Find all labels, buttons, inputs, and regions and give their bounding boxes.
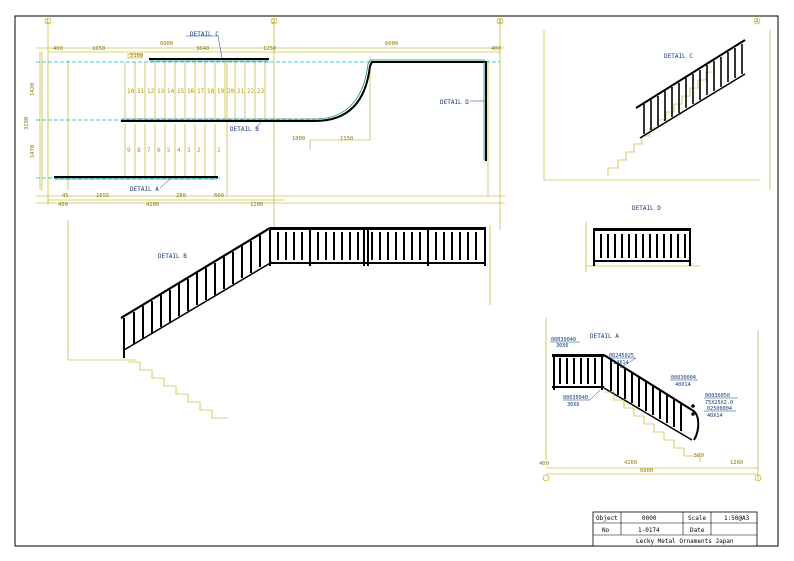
- part-code-4: 00030040: [563, 395, 588, 401]
- dim-top-3640: 3640: [196, 46, 209, 52]
- upper-step-21: 21: [237, 88, 245, 95]
- dim-top-6000-right: 6000: [385, 41, 398, 47]
- plan-label-detail-c: DETAIL C: [190, 31, 219, 38]
- lower-step-9: 9: [127, 147, 131, 154]
- tb-company: Lecky Metal Ornaments Japan: [636, 538, 734, 545]
- upper-step-19: 19: [217, 88, 225, 95]
- upper-step-16: 16: [187, 88, 195, 95]
- tb-no-label: No: [602, 527, 610, 534]
- upper-step-17: 17: [197, 88, 205, 95]
- detail-b-title: DETAIL B: [158, 253, 187, 260]
- upper-step-15: 15: [177, 88, 185, 95]
- detail-a-dim-500: 500: [694, 453, 704, 459]
- detail-c-title: DETAIL C: [664, 53, 693, 60]
- detail-d-title: DETAIL D: [632, 205, 661, 212]
- dim-bottom-1655: 1655: [96, 193, 109, 199]
- tb-scale-value: 1:50@A3: [724, 515, 750, 522]
- axis-mark-3: 3: [498, 19, 501, 25]
- dim-bottom-4280: 4280: [146, 202, 159, 208]
- upper-step-11: 11: [137, 88, 145, 95]
- tb-object-value: 0000: [642, 515, 657, 522]
- axis-mark-2: 2: [272, 19, 275, 25]
- sheet-border: [14, 15, 779, 547]
- dim-top-400-right: 400: [491, 46, 501, 52]
- part-code-1: 00030040: [551, 337, 576, 343]
- part-size-5: 75X25X2.0: [705, 400, 733, 406]
- upper-step-22: 22: [247, 88, 255, 95]
- dim-top-6000: 6000: [160, 41, 173, 47]
- detail-a-dim-6000: 6000: [640, 468, 653, 474]
- dim-1150: 1150: [340, 136, 353, 142]
- tb-scale-label: Scale: [688, 515, 706, 522]
- axis-mark-4: 4: [755, 19, 759, 25]
- lower-step-6: 6: [157, 147, 161, 154]
- plan-view: 1 2 3 4 400 1650 6000 3640 1250 6000 400…: [24, 17, 761, 230]
- upper-step-13: 13: [157, 88, 165, 95]
- tb-no-value: 1-0174: [638, 527, 660, 534]
- detail-a-dim-1260: 1260: [730, 460, 743, 466]
- plan-label-detail-d: DETAIL D: [440, 99, 469, 106]
- upper-step-14: 14: [167, 88, 175, 95]
- part-size-4: 30X6: [567, 402, 580, 408]
- lower-step-7: 7: [147, 147, 151, 154]
- upper-step-20: 20: [227, 88, 235, 95]
- upper-step-18: 18: [207, 88, 215, 95]
- detail-c-view: DETAIL C: [543, 30, 771, 190]
- part-code-3: 00030004: [671, 375, 696, 381]
- dim-top-400-left: 400: [53, 46, 63, 52]
- upper-step-10: 10: [127, 88, 135, 95]
- axis-mark-1: 1: [46, 19, 49, 25]
- dim-bottom-600: 600: [214, 193, 224, 199]
- part-code-6: 02500004: [707, 406, 732, 412]
- dim-5180: 5180: [130, 53, 143, 59]
- dim-top-1650: 1650: [92, 46, 105, 52]
- part-size-6: 40X14: [707, 413, 723, 419]
- detail-a-dim-4260: 4260: [624, 460, 637, 466]
- part-code-2: 00245025: [609, 353, 634, 359]
- lower-step-1: 1: [217, 147, 221, 154]
- detail-a-view: DETAIL A: [539, 318, 762, 482]
- detail-a-title: DETAIL A: [590, 333, 619, 340]
- detail-b-view: DETAIL B: [67, 220, 491, 419]
- upper-step-12: 12: [147, 88, 155, 95]
- part-size-3: 40X14: [675, 382, 691, 388]
- dim-bottom-1280: 1280: [250, 202, 263, 208]
- part-code-5: 00030050: [705, 393, 730, 399]
- lower-step-3: 3: [187, 147, 191, 154]
- dim-bottom-45: 45: [62, 193, 69, 199]
- tb-date-label: Date: [690, 527, 705, 534]
- dim-left-3190: 3190: [24, 117, 30, 130]
- plan-label-detail-b: DETAIL B: [230, 126, 259, 133]
- dim-left-1420: 1420: [30, 83, 36, 96]
- detail-a-dim-400: 400: [539, 461, 549, 467]
- lower-step-4: 4: [177, 147, 181, 154]
- part-size-1: 30X6: [556, 343, 569, 349]
- detail-d-view: DETAIL D: [585, 205, 700, 272]
- lower-step-8: 8: [137, 147, 141, 154]
- part-size-2: 14X14: [613, 360, 629, 366]
- dim-left-1470: 1470: [30, 145, 36, 158]
- tb-object-label: Object: [596, 515, 618, 522]
- lower-step-5: 5: [167, 147, 171, 154]
- dim-bottom-400: 400: [58, 202, 68, 208]
- dim-1000: 1000: [292, 136, 305, 142]
- title-block: Object 0000 Scale 1:50@A3 No 1-0174 Date…: [592, 511, 758, 547]
- dim-bottom-280: 280: [176, 193, 186, 199]
- lower-step-2: 2: [197, 147, 201, 154]
- plan-label-detail-a: DETAIL A: [130, 186, 159, 193]
- dim-top-1250: 1250: [263, 46, 276, 52]
- upper-step-23: 23: [257, 88, 265, 95]
